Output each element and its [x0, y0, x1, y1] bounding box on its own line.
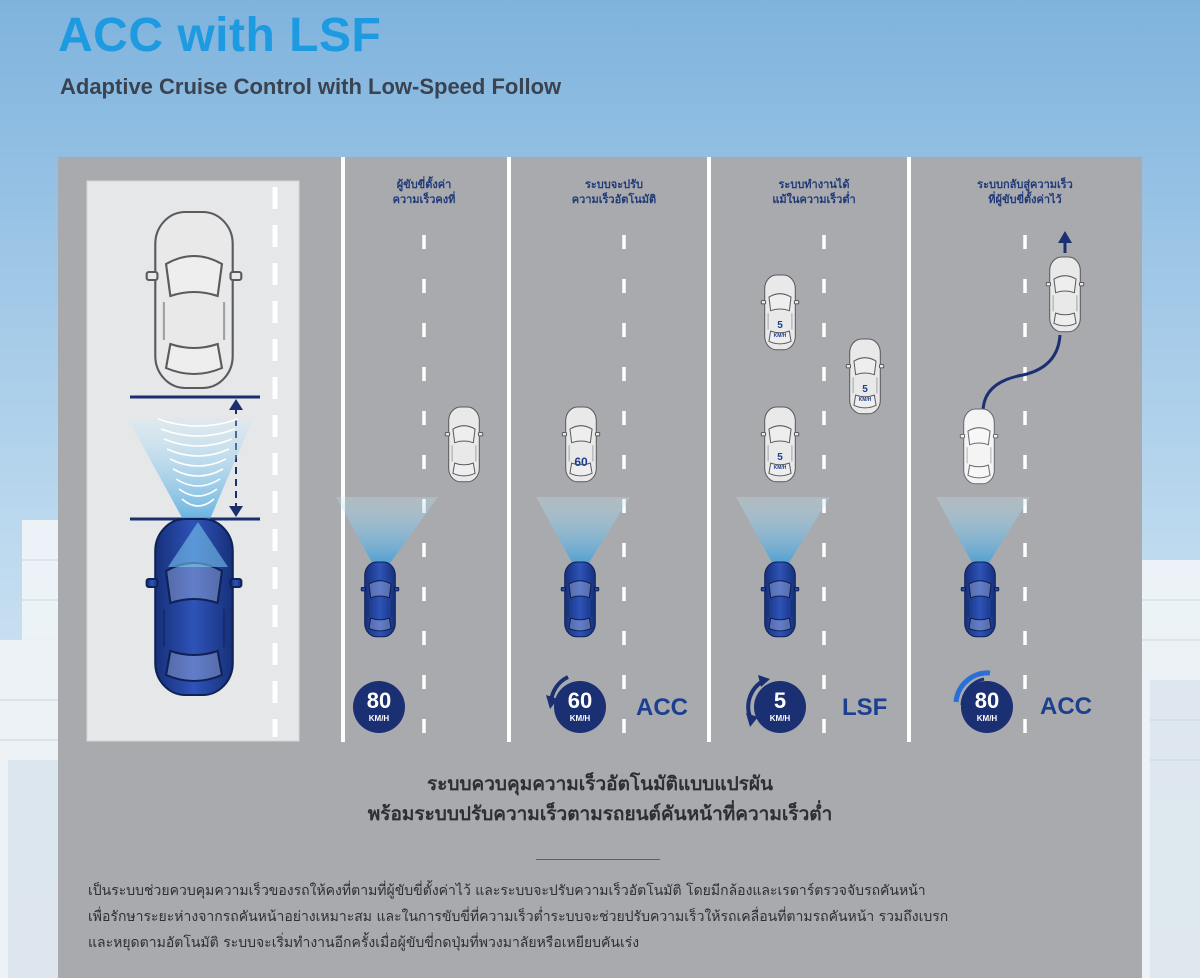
- description-line: เพื่อรักษาระยะห่างจากรถคันหน้าอย่างเหมาะ…: [88, 909, 949, 925]
- radar-wave-icon: [157, 418, 239, 507]
- speed-badge-icon: [953, 670, 1013, 733]
- speed-badge-unit: KM/H: [976, 714, 998, 723]
- ego-car-icon: [760, 561, 800, 638]
- ego-car-icon: [360, 561, 400, 638]
- scene-1-graphics: [336, 406, 484, 733]
- speed-badge-unit: KM/H: [569, 714, 591, 723]
- speed-badge-unit: KM/H: [769, 714, 791, 723]
- lead-car-speed-label: 5: [777, 320, 783, 331]
- mode-label-acc: ACC: [636, 694, 688, 721]
- ego-car-icon: [560, 561, 600, 638]
- speed-badge-value: 80: [974, 688, 1000, 713]
- section-divider: [536, 859, 660, 860]
- scene-3-caption: ระบบทำงานได้ แม้ในความเร็วต่ำ: [772, 178, 856, 206]
- sensor-beam-icon: [336, 497, 438, 577]
- diagram-panel: ผู้ขับขี่ตั้งค่า ความเร็วคงที่ ระบบจะปรั…: [58, 157, 1142, 978]
- lead-car-speed-label: 5: [777, 452, 783, 463]
- lead-car-icon: [145, 210, 243, 390]
- speed-badge-unit: KM/H: [368, 714, 390, 723]
- lead-car-icon: [444, 406, 484, 483]
- speed-badge-value: 80: [366, 688, 392, 713]
- mode-label-lsf: LSF: [842, 694, 888, 721]
- lane-change-arrow-icon: [981, 231, 1072, 413]
- detail-box: [86, 180, 300, 742]
- sensor-beam-icon: [736, 497, 830, 577]
- headline-line-1: ระบบควบคุมความเร็วอัตโนมัติแบบแปรผัน: [427, 773, 773, 795]
- page-subtitle: Adaptive Cruise Control with Low-Speed F…: [60, 74, 562, 99]
- description-line: และหยุดตามอัตโนมัติ ระบบจะเริ่มทำงานอีกค…: [88, 935, 640, 951]
- sensor-beam-icon: [536, 497, 630, 577]
- road-diagram: [86, 157, 1085, 742]
- ego-car-icon: [960, 561, 1000, 638]
- lead-car-speed-label: 5: [862, 384, 868, 395]
- scene-4-graphics: [936, 231, 1085, 733]
- description-paragraph: เป็นระบบช่วยควบคุมความเร็วของรถให้คงที่ต…: [88, 878, 1118, 956]
- speed-badge-value: 5: [773, 688, 787, 713]
- former-position-car-icon: [959, 408, 999, 485]
- lead-car-speed-unit: KM/H: [773, 333, 787, 339]
- scene-4-caption: ระบบกลับสู่ความเร็ว ที่ผู้ขับขี่ตั้งค่าไ…: [977, 178, 1073, 206]
- lead-car-speed-unit: KM/H: [773, 465, 787, 471]
- lead-car-icon: [1045, 256, 1085, 333]
- speed-badge-icon: [353, 681, 405, 733]
- scene-1-caption: ผู้ขับขี่ตั้งค่า ความเร็วคงที่: [392, 178, 456, 206]
- speed-badge-icon: [746, 675, 806, 733]
- mode-label-acc: ACC: [1040, 693, 1092, 720]
- scene-2-graphics: [536, 406, 630, 733]
- scene-3-graphics: [736, 274, 885, 733]
- lead-car-speed-unit: KM/H: [858, 397, 872, 403]
- lead-car-speed-label: 60: [574, 455, 588, 469]
- lead-car-icon: [561, 406, 601, 483]
- speed-badge-icon: [546, 675, 606, 733]
- sensor-beam-icon: [128, 419, 253, 547]
- sensor-beam-icon: [936, 497, 1030, 577]
- description-line: เป็นระบบช่วยควบคุมความเร็วของรถให้คงที่ต…: [88, 883, 926, 899]
- scene-2-caption: ระบบจะปรับ ความเร็วอัตโนมัติ: [571, 178, 657, 206]
- speed-badge-value: 60: [567, 688, 593, 713]
- headline-line-2: พร้อมระบบปรับความเร็วตามรถยนต์คันหน้าที่…: [367, 803, 833, 825]
- page-title: ACC with LSF: [58, 9, 382, 62]
